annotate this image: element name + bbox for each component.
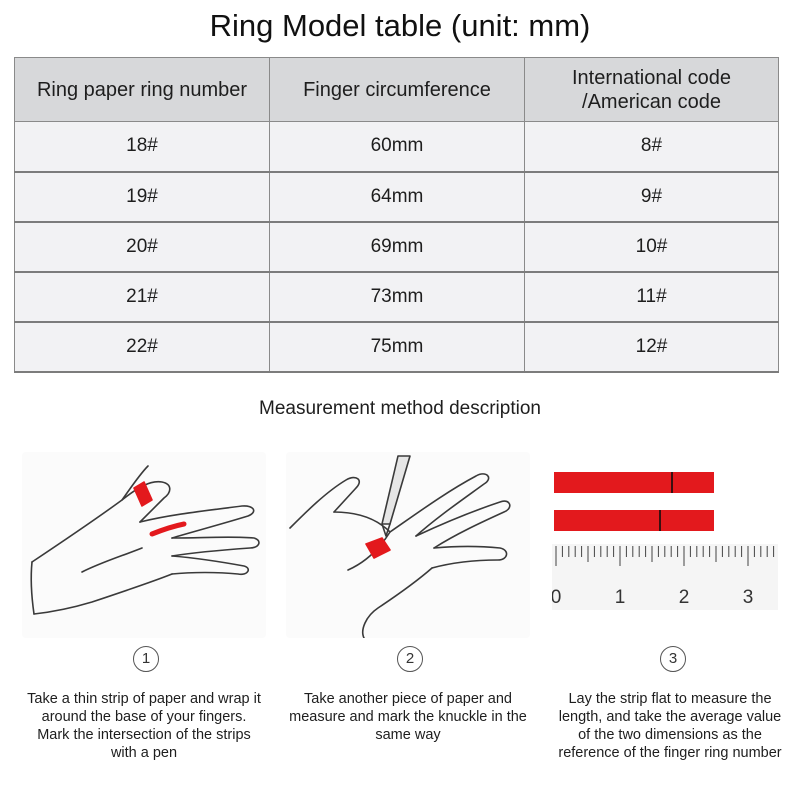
step-2-illustration <box>286 452 530 682</box>
step-1-illustration <box>22 452 266 682</box>
ruler-strips-icon: 0 1 2 3 <box>552 452 778 638</box>
method-title: Measurement method description <box>259 398 541 419</box>
cell-code: 9# <box>524 171 779 223</box>
step-number-1: 1 <box>133 646 159 672</box>
cell-circumference: 60mm <box>269 120 525 173</box>
ruler-label: 2 <box>679 587 690 608</box>
cell-ring-number: 20# <box>14 221 270 273</box>
table-row: 19# 64mm 9# <box>14 171 779 223</box>
cell-code: 12# <box>524 321 779 374</box>
step-1-text: Take a thin strip of paper and wrap it a… <box>27 691 261 761</box>
ruler-label: 1 <box>615 587 626 608</box>
step-3-text: Lay the strip flat to measure the length… <box>558 691 782 761</box>
cell-ring-number: 19# <box>14 171 270 223</box>
step-number-2: 2 <box>397 646 423 672</box>
cell-circumference: 64mm <box>269 171 525 223</box>
header-finger-circumference: Finger circumference <box>269 57 525 122</box>
ruler-label: 3 <box>743 587 754 608</box>
hand-pen-mark-icon <box>286 452 530 638</box>
cell-ring-number: 18# <box>14 120 270 173</box>
table-header-row: Ring paper ring number Finger circumfere… <box>14 57 779 122</box>
cell-circumference: 73mm <box>269 271 525 323</box>
header-international-code: International code /American code <box>524 57 779 122</box>
header-international-code-line1: International code <box>571 66 731 89</box>
ring-size-table: Ring paper ring number Finger circumfere… <box>14 57 779 374</box>
cell-code: 11# <box>524 271 779 323</box>
table-row: 21# 73mm 11# <box>14 271 779 323</box>
page-title: Ring Model table (unit: mm) <box>209 8 591 43</box>
cell-ring-number: 21# <box>14 271 270 323</box>
cell-ring-number: 22# <box>14 321 270 374</box>
step-3-illustration: 0 1 2 3 <box>552 452 778 682</box>
header-ring-number: Ring paper ring number <box>14 57 270 122</box>
cell-circumference: 75mm <box>269 321 525 374</box>
table-row: 22# 75mm 12# <box>14 321 779 374</box>
hand-wrap-paper-icon <box>22 452 266 638</box>
cell-circumference: 69mm <box>269 221 525 273</box>
paper-strip-top <box>554 472 714 493</box>
table-row: 18# 60mm 8# <box>14 120 779 173</box>
ruler-label: 0 <box>552 587 561 608</box>
header-international-code-line2: /American code <box>582 90 721 113</box>
step-2-text: Take another piece of paper and measure … <box>289 691 527 743</box>
cell-code: 8# <box>524 120 779 173</box>
table-row: 20# 69mm 10# <box>14 221 779 273</box>
step-number-3: 3 <box>660 646 686 672</box>
paper-strip-bottom <box>554 510 714 531</box>
cell-code: 10# <box>524 221 779 273</box>
